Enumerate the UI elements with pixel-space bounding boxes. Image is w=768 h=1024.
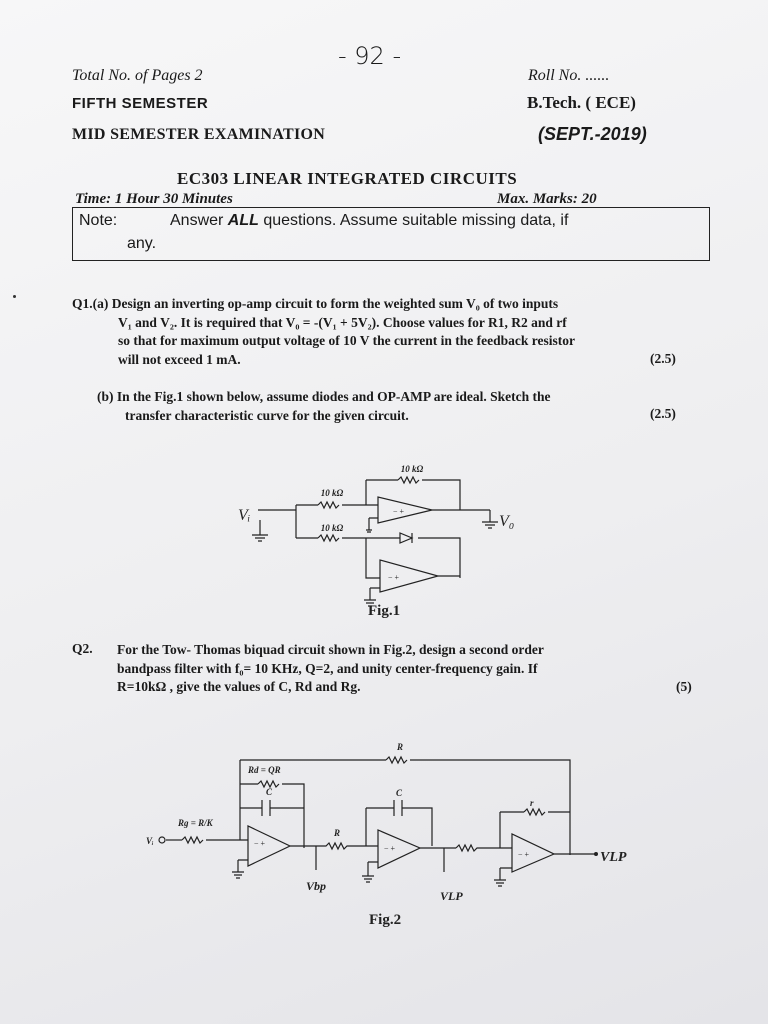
fig2-vlp-label: VLP — [440, 889, 463, 903]
q1a-question: Q1.(a) Design an inverting op-amp circui… — [72, 295, 575, 369]
session: (SEPT.-2019) — [538, 124, 647, 144]
note-emphasis: ALL — [227, 212, 259, 229]
q1a-line: V₁ and V₂. It is required that V₀ = -(V₁… — [118, 314, 567, 330]
q1b-marks: (2.5) — [650, 406, 676, 421]
fig1-r2-label: 10 kΩ — [321, 523, 344, 533]
note-label: Note: — [79, 212, 118, 229]
fig2-vlp-output-label: VLP — [600, 850, 627, 865]
fig2-c2-label: C — [396, 788, 403, 798]
note-text-post: questions. Assume suitable missing data,… — [258, 212, 569, 229]
semester: FIFTH SEMESTER — [72, 95, 209, 112]
fig2-caption: Fig.2 — [369, 912, 401, 928]
fig2-opamp2-signs: − + — [384, 844, 396, 853]
q1a-marks: (2.5) — [650, 351, 676, 366]
q1b-line: (b) In the Fig.1 shown below, assume dio… — [97, 389, 551, 404]
fig2-rd-label: Rd = QR — [247, 765, 281, 775]
margin-dot — [13, 295, 16, 298]
fig2-r-top-label: R — [396, 742, 403, 752]
fig1-r1-label: 10 kΩ — [321, 488, 344, 498]
q2-line: bandpass filter with f₀= 10 KHz, Q=2, an… — [117, 660, 538, 676]
note-text: Answer ALL questions. Assume suitable mi… — [170, 212, 568, 230]
fig1-output-label: V₀ — [499, 513, 514, 530]
q1b-question: (b) In the Fig.1 shown below, assume dio… — [97, 388, 551, 425]
exam-time: Time: 1 Hour 30 Minutes — [75, 191, 233, 207]
fig2-vbp-label: Vbp — [306, 879, 326, 893]
q2-number: Q2. — [72, 641, 93, 656]
fig2-r-mid-label: R — [333, 828, 340, 838]
page-number-mark: - 92 - — [338, 42, 402, 70]
total-pages: Total No. of Pages 2 — [72, 67, 203, 84]
q2-line: R=10kΩ , give the values of C, Rd and Rg… — [117, 679, 361, 694]
note-text-pre: Answer — [170, 212, 228, 229]
max-marks: Max. Marks: 20 — [497, 191, 597, 207]
q1a-line: so that for maximum output voltage of 10… — [118, 333, 575, 348]
fig1-input-label: Vᵢ — [238, 507, 250, 524]
fig2-input-label: Vᵢ — [146, 836, 154, 846]
q1a-line: will not exceed 1 mA. — [118, 351, 241, 367]
fig2-opamp3-signs: − + — [518, 850, 530, 859]
note-text-continued: any. — [127, 235, 157, 252]
fig1-rf-label: 10 kΩ — [401, 464, 424, 474]
q2-marks: (5) — [676, 679, 692, 694]
program: B.Tech. ( ECE) — [527, 93, 636, 112]
q1b-line: transfer characteristic curve for the gi… — [125, 407, 409, 423]
fig1-opamp1-signs: − + — [393, 507, 405, 516]
q1a-line: Q1.(a) Design an inverting op-amp circui… — [72, 296, 559, 311]
note-box — [72, 207, 710, 261]
course-title: EC303 LINEAR INTEGRATED CIRCUITS — [177, 169, 518, 188]
fig2-rg-label: Rg = R/K — [177, 818, 214, 828]
fig2-r-small-label: r — [530, 798, 534, 808]
fig2-opamp1-signs: − + — [254, 839, 266, 848]
roll-no: Roll No. ...... — [528, 67, 610, 84]
fig1-opamp2-signs: − + — [388, 573, 400, 582]
fig1-caption: Fig.1 — [368, 603, 400, 619]
q2-line: For the Tow- Thomas biquad circuit shown… — [117, 642, 544, 657]
q2-question: For the Tow- Thomas biquad circuit shown… — [117, 641, 544, 697]
exam-title: MID SEMESTER EXAMINATION — [72, 126, 326, 143]
fig2-c1-label: C — [266, 787, 273, 797]
